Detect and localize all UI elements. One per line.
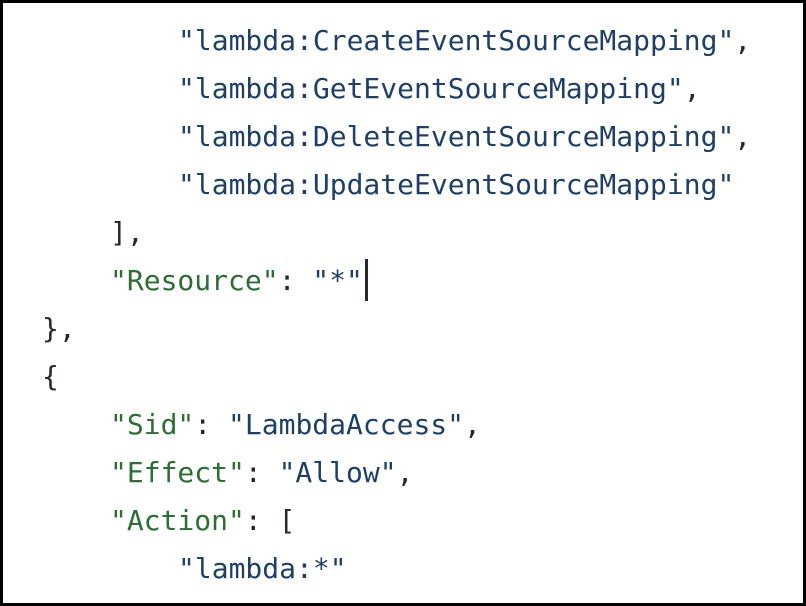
json-key: "Effect" xyxy=(110,456,245,489)
object-open-brace: { xyxy=(42,360,59,393)
code-line: "Effect": "Allow", xyxy=(42,449,803,497)
code-line: "lambda:UpdateEventSourceMapping" xyxy=(42,161,803,209)
json-string-value: "lambda:*" xyxy=(178,552,347,585)
comma: , xyxy=(683,72,701,105)
code-line: "lambda:CreateEventSourceMapping", xyxy=(42,17,803,65)
comma: , xyxy=(464,408,481,441)
array-close-bracket: ], xyxy=(110,216,144,249)
json-string-value: "lambda:CreateEventSourceMapping" xyxy=(178,24,735,57)
object-close-brace: }, xyxy=(42,312,76,345)
colon: : xyxy=(244,456,279,489)
code-line: }, xyxy=(42,305,803,353)
json-string-value: "*" xyxy=(312,264,363,297)
comma: , xyxy=(396,456,414,489)
json-key: "Resource" xyxy=(110,264,279,297)
code-line: "Resource": "*" xyxy=(42,257,803,305)
comma: , xyxy=(734,24,752,57)
code-line: "lambda:*" xyxy=(42,545,803,593)
code-line: ], xyxy=(42,209,803,257)
json-string-value: "lambda:DeleteEventSourceMapping" xyxy=(178,120,735,153)
json-key: "Sid" xyxy=(110,408,195,441)
json-string-value: "LambdaAccess" xyxy=(228,408,465,441)
code-line: "lambda:GetEventSourceMapping", xyxy=(42,65,803,113)
code-line: "lambda:DeleteEventSourceMapping", xyxy=(42,113,803,161)
code-line: "Action": [ xyxy=(42,497,803,545)
colon: : xyxy=(278,264,313,297)
json-string-value: "lambda:GetEventSourceMapping" xyxy=(178,72,684,105)
code-line: "Sid": "LambdaAccess", xyxy=(42,401,803,449)
json-string-value: "lambda:UpdateEventSourceMapping" xyxy=(178,168,735,201)
json-key: "Action" xyxy=(110,504,245,537)
comma: , xyxy=(734,120,752,153)
colon: : xyxy=(194,408,229,441)
json-policy-editor[interactable]: "lambda:CreateEventSourceMapping", "lamb… xyxy=(3,3,803,593)
json-string-value: "Allow" xyxy=(278,456,397,489)
code-line: { xyxy=(42,353,803,401)
text-cursor xyxy=(364,259,368,301)
colon-and-array-open-bracket: : [ xyxy=(244,504,296,537)
